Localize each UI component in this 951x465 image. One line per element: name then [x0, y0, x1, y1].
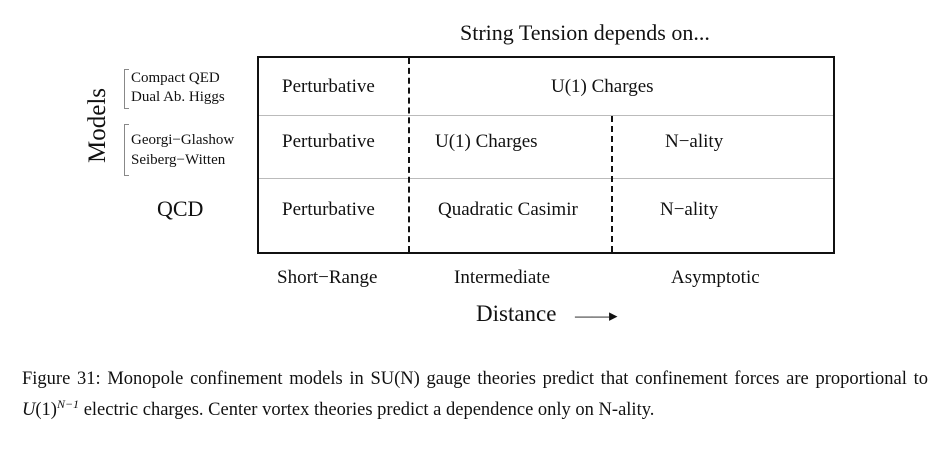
row-label-qcd: QCD — [157, 196, 204, 221]
models-axis-label: Models — [84, 88, 111, 163]
models-bracket-top — [124, 69, 129, 109]
cell-perturbative: Perturbative — [282, 199, 375, 220]
row-label-georgi-glashow: Georgi−Glashow — [131, 132, 235, 148]
intermediate-boundary — [611, 116, 613, 252]
cell-perturbative: Perturbative — [282, 76, 375, 97]
column-label-intermediate: Intermediate — [454, 267, 551, 288]
row-divider — [259, 115, 833, 116]
figure-caption: Figure 31: Monopole confinement models i… — [22, 367, 928, 423]
cell-u1-charges: U(1) Charges — [551, 76, 654, 97]
right-arrow-icon: ——▸ — [575, 306, 618, 325]
caption-math-u: U — [22, 400, 36, 421]
column-label-short-range: Short−Range — [277, 267, 378, 288]
caption-math-exponent: N−1 — [56, 397, 80, 411]
figure-title: String Tension depends on... — [460, 20, 710, 45]
cell-quadratic-casimir: Quadratic Casimir — [438, 199, 578, 220]
caption-text: Figure 31: Monopole confinement models i… — [22, 369, 928, 389]
models-bracket-bottom — [124, 124, 129, 176]
figure: String Tension depends on... Models Comp… — [84, 20, 835, 326]
cell-n-ality: N−ality — [665, 131, 724, 152]
row-label-seiberg-witten: Seiberg−Witten — [131, 152, 226, 168]
distance-axis-label: Distance — [476, 301, 557, 326]
cell-n-ality: N−ality — [660, 199, 719, 220]
caption-math-paren: (1) — [35, 400, 57, 421]
cell-u1-charges: U(1) Charges — [435, 131, 538, 152]
row-label-dual-ab-higgs: Dual Ab. Higgs — [131, 89, 225, 105]
row-divider — [259, 178, 833, 179]
row-label-compact-qed: Compact QED — [131, 70, 220, 86]
column-label-asymptotic: Asymptotic — [671, 267, 760, 288]
table-box — [257, 56, 835, 254]
caption-text-end: electric charges. Center vortex theories… — [79, 400, 655, 421]
short-range-boundary — [408, 58, 410, 252]
cell-perturbative: Perturbative — [282, 131, 375, 152]
